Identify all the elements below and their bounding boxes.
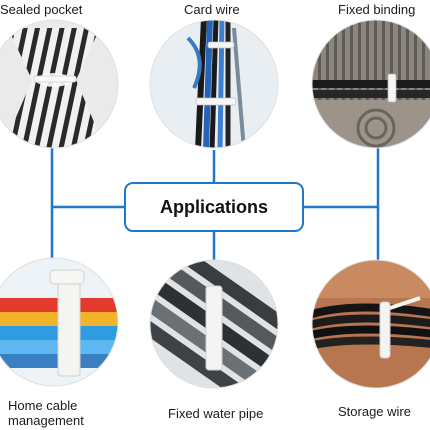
applications-title: Applications: [159, 196, 268, 217]
label-home-cable-line1: Home cable: [8, 398, 78, 413]
label-fixed-binding: Fixed binding: [338, 2, 416, 17]
photo-storage-wire: [311, 259, 430, 389]
photo-fixed-binding: [311, 19, 430, 149]
applications-box: Applications: [124, 182, 304, 232]
photo-home-cable-management: [0, 257, 119, 387]
label-card-wire: Card wire: [184, 2, 240, 17]
label-fixed-water-pipe: Fixed water pipe: [168, 406, 264, 421]
label-home-cable-line2: management: [8, 413, 84, 428]
label-storage-wire: Storage wire: [338, 404, 411, 419]
photo-card-wire: [149, 19, 279, 149]
photo-fixed-water-pipe: [149, 259, 279, 389]
photo-sealed-pocket: [0, 19, 119, 149]
label-sealed-pocket: Sealed pocket: [0, 2, 83, 17]
